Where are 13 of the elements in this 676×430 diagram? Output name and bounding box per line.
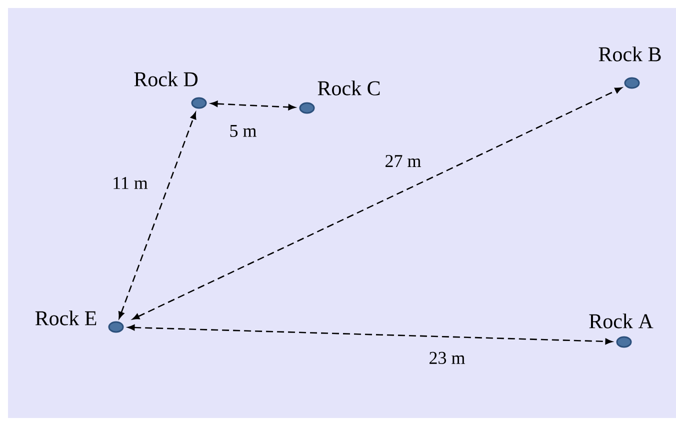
- arrow: [210, 100, 296, 110]
- arrow: [128, 324, 612, 344]
- rock-label: Rock A: [589, 314, 654, 328]
- rock-label: Rock D: [134, 72, 198, 86]
- arrow: [132, 87, 622, 320]
- arrow: [118, 112, 196, 319]
- rock-label: Rock B: [598, 46, 661, 62]
- rock-label: Rock E: [35, 310, 96, 326]
- edge-label: 27 m: [386, 155, 421, 167]
- rock-label: Rock C: [318, 80, 380, 96]
- edge-label: 23 m: [430, 352, 465, 364]
- edge-label: 5 m: [230, 125, 256, 137]
- edge-label: 11 m: [114, 177, 148, 189]
